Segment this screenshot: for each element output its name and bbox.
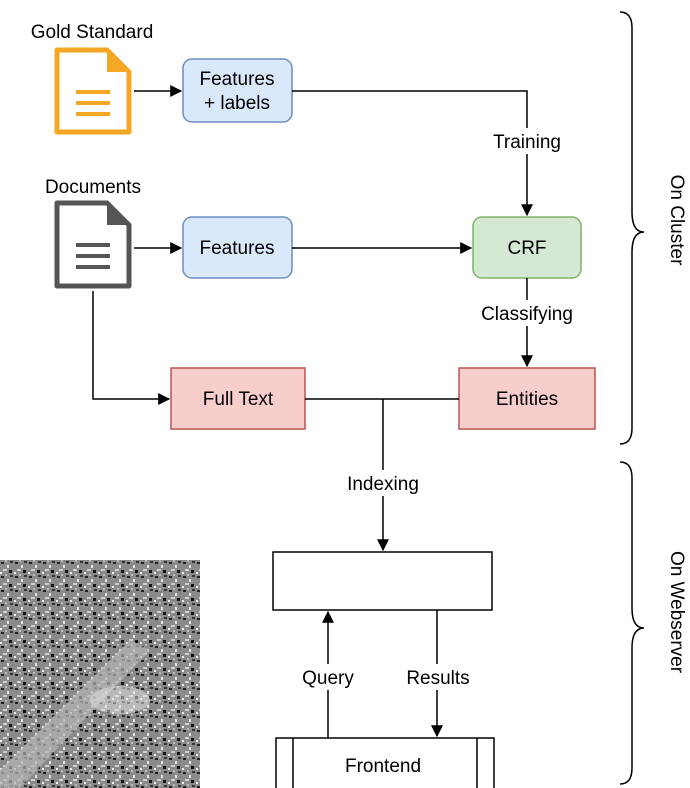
documents-icon bbox=[54, 200, 132, 289]
features-labels-text-2: + labels bbox=[204, 93, 270, 114]
frontend-node bbox=[275, 737, 495, 788]
edge-features-labels-to-crf bbox=[292, 90, 533, 217]
indexing-label: Indexing bbox=[347, 474, 419, 495]
results-label: Results bbox=[406, 668, 469, 689]
entities-text: Entities bbox=[496, 389, 558, 410]
satellite-image bbox=[0, 560, 200, 788]
frontend-text: Frontend bbox=[345, 756, 421, 777]
on-webserver-label: On Webserver bbox=[666, 551, 687, 674]
features-labels-text-1: Features bbox=[200, 69, 275, 90]
index-node bbox=[272, 551, 493, 611]
gold-standard-label: Gold Standard bbox=[31, 22, 154, 43]
documents-label: Documents bbox=[45, 177, 141, 198]
features-text: Features bbox=[200, 238, 275, 259]
full-text-text: Full Text bbox=[203, 389, 274, 410]
on-cluster-label: On Cluster bbox=[666, 175, 687, 266]
training-label: Training bbox=[493, 132, 561, 153]
on-cluster-brace bbox=[619, 11, 645, 445]
classifying-label: Classifying bbox=[481, 304, 573, 325]
edge-docs-to-full-text bbox=[92, 291, 171, 405]
entities-node bbox=[458, 367, 596, 430]
crf-text: CRF bbox=[507, 238, 546, 259]
on-webserver-brace bbox=[619, 461, 645, 785]
gold-document-icon bbox=[54, 47, 132, 135]
query-label: Query bbox=[302, 668, 354, 689]
